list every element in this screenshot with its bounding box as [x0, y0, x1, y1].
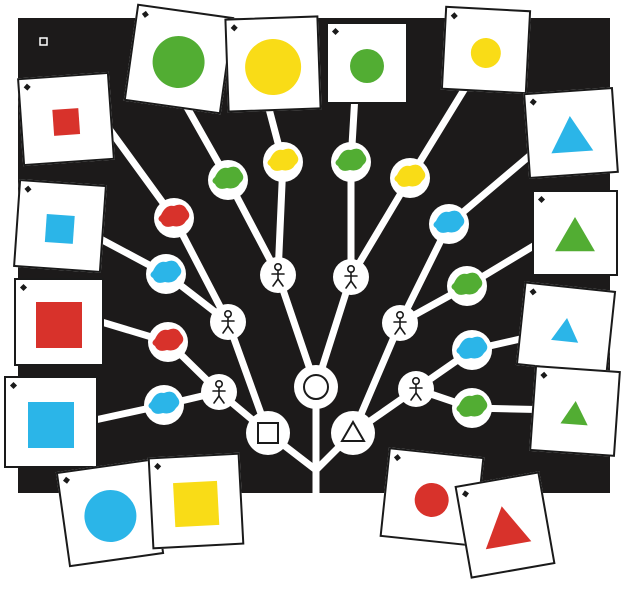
square-shape	[173, 481, 219, 527]
triangle-shape	[555, 217, 595, 251]
card-yellow-square-large	[148, 453, 245, 550]
red-splotch-node	[154, 198, 194, 238]
circle-outline-node	[294, 365, 338, 409]
blue-square-icon	[4, 376, 98, 468]
green-splotch-node	[447, 266, 487, 306]
green-circle-icon	[326, 22, 408, 104]
card-red-square-large	[14, 278, 104, 366]
yellow-splotch-node	[390, 158, 430, 198]
red-square-icon	[17, 72, 115, 166]
person-node-left-lower	[201, 374, 237, 410]
yellow-splotch-node	[263, 142, 303, 182]
triangle-shape	[549, 115, 593, 154]
card-green-triangle-large	[532, 190, 618, 276]
circle-shape	[244, 38, 302, 96]
person-node-right-lower	[398, 371, 434, 407]
person-node-left-middle	[210, 304, 246, 340]
person-node-center-right	[333, 259, 369, 295]
square-outline-node	[246, 411, 290, 455]
square-shape	[28, 402, 74, 448]
card-green-circle-large	[124, 4, 235, 115]
red-splotch-node	[148, 322, 188, 362]
triangle-shape	[479, 502, 531, 549]
green-triangle-icon	[532, 190, 618, 276]
blue-splotch-node	[452, 330, 492, 370]
card-green-circle-small	[326, 22, 408, 104]
green-splotch-node	[452, 388, 492, 428]
blue-splotch-node	[429, 204, 469, 244]
green-circle-icon	[124, 4, 235, 115]
triangle-shape	[551, 317, 581, 343]
circle-shape	[413, 481, 450, 518]
blue-splotch-node	[146, 254, 186, 294]
square-shape	[45, 214, 75, 244]
green-triangle-icon	[529, 365, 621, 457]
card-yellow-circle-large	[224, 15, 321, 112]
yellow-circle-icon	[441, 6, 531, 94]
square-shape	[52, 108, 80, 136]
yellow-square-icon	[148, 453, 245, 550]
person-node-right-middle	[382, 305, 418, 341]
card-yellow-circle-small	[441, 6, 531, 94]
circle-shape	[470, 37, 502, 69]
square-shape	[36, 302, 82, 348]
card-blue-square-small	[13, 179, 107, 273]
red-square-icon	[14, 278, 104, 366]
triangle-outline-node	[331, 411, 375, 455]
card-red-square-small	[17, 72, 115, 166]
card-red-triangle-large	[454, 471, 555, 579]
card-blue-square-large	[4, 376, 98, 468]
circle-shape	[149, 33, 208, 92]
card-blue-triangle-large	[523, 87, 619, 179]
blue-square-icon	[13, 179, 107, 273]
circle-shape	[81, 487, 140, 546]
node-disc	[246, 411, 290, 455]
green-splotch-node	[208, 160, 248, 200]
green-splotch-node	[331, 142, 371, 182]
circle-shape	[350, 49, 384, 83]
person-node-center-left	[260, 257, 296, 293]
blue-triangle-icon	[523, 87, 619, 179]
blue-triangle-icon	[516, 281, 616, 374]
red-triangle-icon	[454, 471, 555, 579]
node-disc	[294, 365, 338, 409]
yellow-circle-icon	[224, 15, 321, 112]
card-blue-triangle-small	[516, 281, 616, 374]
node-disc	[331, 411, 375, 455]
triangle-shape	[560, 400, 589, 425]
blue-splotch-node	[144, 385, 184, 425]
card-green-triangle-small	[529, 365, 621, 457]
